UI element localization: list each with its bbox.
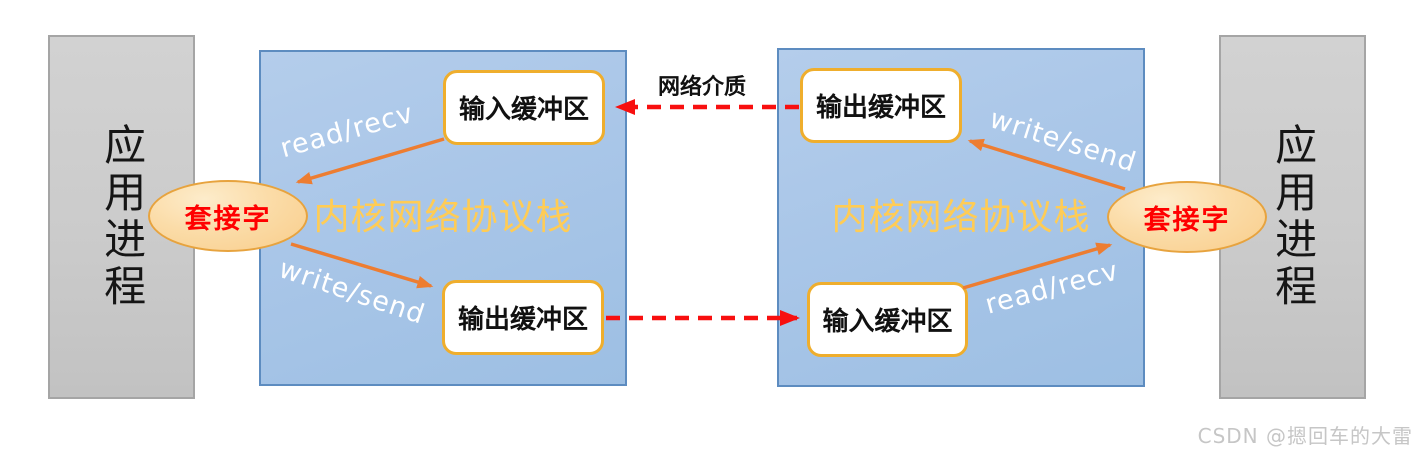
right-input-buffer-node: 输入缓冲区 xyxy=(807,282,968,357)
right-output-buffer-node: 输出缓冲区 xyxy=(800,68,962,143)
left-output-buffer-node: 输出缓冲区 xyxy=(442,280,604,355)
right-process-label: 应用进程 xyxy=(1268,123,1318,311)
left-socket-ellipse: 套接字 xyxy=(148,180,308,252)
right-socket-ellipse: 套接字 xyxy=(1107,181,1267,253)
network-medium-label: 网络介质 xyxy=(657,75,747,100)
left-kernel-stack-title: 内核网络协议栈 xyxy=(313,197,573,238)
csdn-watermark: CSDN @摁回车的大雷 xyxy=(1197,424,1413,448)
right-kernel-stack-title: 内核网络协议栈 xyxy=(831,197,1091,238)
right-application-process-box: 应用进程 xyxy=(1219,35,1366,399)
left-input-buffer-node: 输入缓冲区 xyxy=(443,70,605,145)
left-process-label: 应用进程 xyxy=(97,123,147,311)
